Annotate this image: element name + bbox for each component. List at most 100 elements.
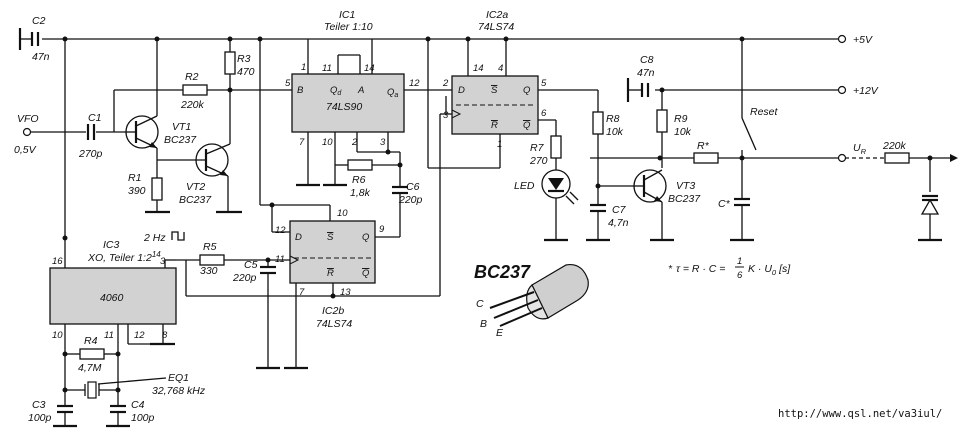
ic1-74ls90: [291, 73, 405, 133]
resistor-rstar: [693, 152, 719, 164]
led-label: LED: [514, 180, 535, 192]
vt1-ref: VT1: [172, 121, 191, 133]
resistor-r3: [224, 51, 236, 75]
vt2-ref: VT2: [186, 181, 205, 193]
r4-ref: R4: [84, 335, 98, 347]
ic2a-pin14: 14: [473, 63, 484, 74]
ic2b-pin-r: R: [327, 268, 334, 279]
ic2a-pin6: 6: [541, 108, 547, 119]
ic3-pin10: 10: [52, 330, 63, 341]
bc237-package-title: BC237: [474, 262, 531, 282]
rstar-ref: R*: [697, 140, 710, 152]
r9-ref: R9: [674, 113, 688, 125]
c4-ref: C4: [131, 399, 145, 411]
ic2a-pin-q: Q: [523, 85, 531, 96]
crystal-eq1: [84, 381, 100, 399]
ic2a-pin5: 5: [541, 78, 547, 89]
ic1-pin14: 14: [364, 63, 375, 74]
c4-value: 100p: [131, 412, 155, 424]
ic2b-pin10: 10: [337, 208, 348, 219]
pkg-pin-c: C: [476, 298, 484, 310]
ic2b-pin-q: Q: [362, 232, 370, 243]
ic2a-ref: IC2a: [486, 9, 508, 21]
c3-ref: C3: [32, 399, 46, 411]
ic2a-pin1: 1: [497, 139, 502, 150]
r5-ref: R5: [203, 241, 217, 253]
cstar-ref: C*: [718, 198, 731, 210]
ic1-pin-qd: Qd: [330, 85, 342, 97]
ic2b-ref: IC2b: [322, 305, 344, 317]
transistor-vt3: [632, 169, 667, 203]
r3-value: 470: [237, 66, 255, 78]
ic2b-pin9: 9: [379, 224, 385, 235]
r1-ref: R1: [128, 172, 141, 184]
resistor-r8: [592, 111, 604, 135]
ic1-pin5: 5: [285, 78, 291, 89]
ic1-pin1: 1: [301, 62, 306, 73]
c2-value: 47n: [32, 51, 50, 63]
ic3-desc: XO, Teiler 1:214: [87, 250, 161, 264]
c3-value: 100p: [28, 412, 52, 424]
ic3-name: 4060: [100, 292, 124, 304]
r8-value: 10k: [606, 126, 624, 138]
ic1-pin-a: A: [357, 85, 364, 96]
ur-label: UR: [853, 142, 867, 156]
r2-ref: R2: [185, 71, 199, 83]
r6-value: 1,8k: [350, 187, 371, 199]
ic1-pin12: 12: [409, 78, 420, 89]
r1-value: 390: [128, 185, 146, 197]
capacitor-c8: [626, 78, 650, 102]
r9-value: 10k: [674, 126, 692, 138]
eq1-freq: 32,768 kHz: [152, 385, 206, 397]
formula-denominator: 6: [737, 270, 743, 281]
signal-2hz-label: 2 Hz: [143, 232, 166, 244]
ic3-pin12: 12: [134, 330, 145, 341]
ic3-pin8: 8: [162, 330, 168, 341]
ic2a-pin4: 4: [498, 63, 503, 74]
rail-12v-label: +12V: [853, 85, 879, 97]
ic2b-pin-d: D: [295, 232, 302, 243]
source-url: http://www.qsl.net/va3iul/: [778, 408, 942, 420]
resistor-r2: [182, 84, 208, 96]
c5-value: 220p: [232, 272, 257, 284]
c6-ref: C6: [406, 181, 420, 193]
vfo-terminal: [22, 127, 32, 137]
formula-numerator: 1: [737, 256, 742, 267]
ic2a-pin-d: D: [458, 85, 465, 96]
r8-ref: R8: [606, 113, 620, 125]
ic2b-pin12: 12: [275, 225, 286, 236]
ic3-pin3: 3: [160, 256, 166, 267]
r7-value: 270: [529, 155, 548, 167]
rail-5v-label: +5V: [853, 34, 873, 46]
ic2b-pin-qn: Q: [362, 268, 370, 279]
zener-diode-icon: [920, 194, 940, 215]
resistor-r5: [199, 254, 225, 266]
formula-rest: K · U0[s]: [748, 263, 791, 277]
c1-value: 270p: [78, 148, 103, 160]
led-icon: [541, 169, 579, 205]
r220k-value: 220k: [882, 140, 907, 152]
formula-star: *: [668, 263, 673, 275]
ic3-ref: IC3: [103, 239, 120, 251]
c1-ref: C1: [88, 112, 101, 124]
c6-value: 220p: [398, 194, 423, 206]
eq1-ref: EQ1: [168, 372, 189, 384]
formula-tau: τ = R · C =: [676, 263, 725, 275]
c8-ref: C8: [640, 54, 654, 66]
vt3-type: BC237: [668, 193, 701, 205]
ic2b-name: 74LS74: [316, 318, 352, 330]
ic1-ref: IC1: [339, 9, 355, 21]
vt1-type: BC237: [164, 134, 197, 146]
resistor-r4: [79, 348, 105, 360]
ic2a-pin-r: R: [491, 120, 498, 131]
c5-ref: C5: [244, 259, 258, 271]
ic3-4060: [49, 267, 177, 325]
vt2-type: BC237: [179, 194, 212, 206]
c7-ref: C7: [612, 204, 627, 216]
capacitor-c1: [86, 124, 96, 140]
ic1-desc: Teiler 1:10: [324, 21, 373, 33]
pkg-pin-b: B: [480, 318, 487, 330]
ic1-pin3: 3: [380, 137, 386, 148]
c8-value: 47n: [637, 67, 655, 79]
